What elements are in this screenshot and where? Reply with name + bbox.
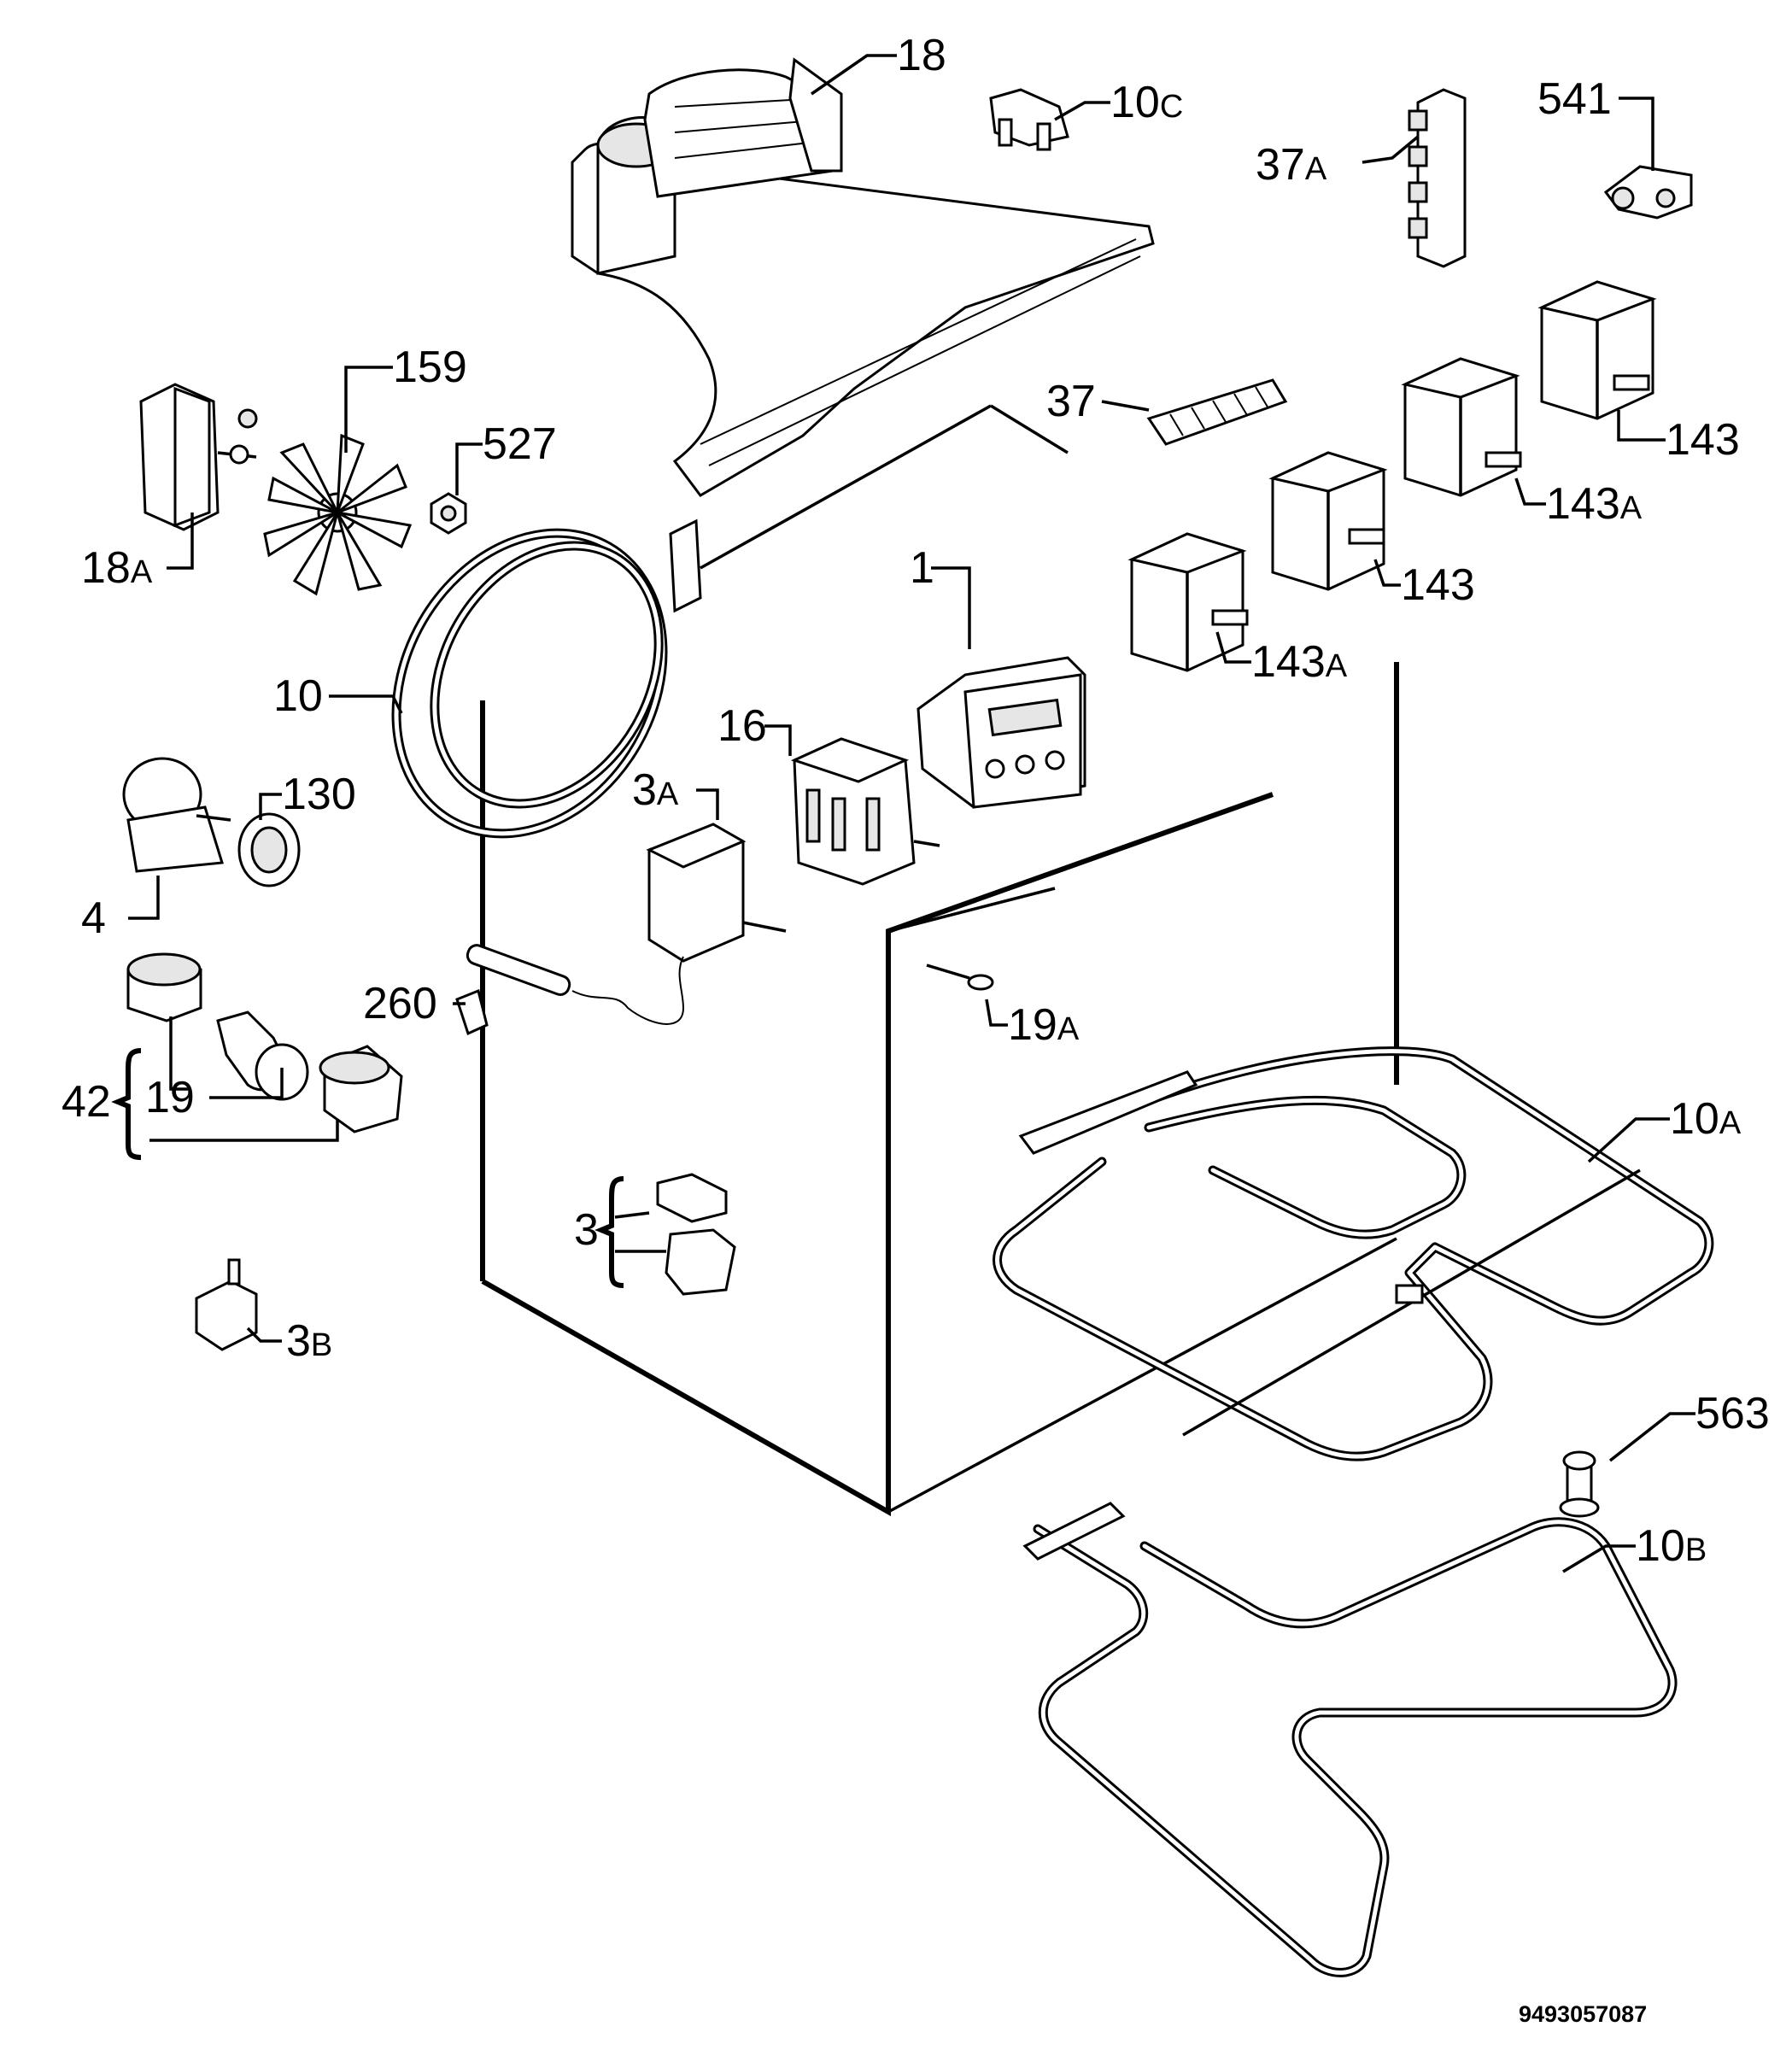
- part-fan-blade: [263, 433, 413, 596]
- oven-cavity-outline: [480, 662, 1399, 1517]
- part-switch-541: [1603, 165, 1693, 220]
- label-143-mid: 143: [1401, 560, 1475, 610]
- label-527: 527: [483, 419, 557, 469]
- part-terminal-block-horizontal: [1146, 378, 1288, 446]
- part-thermostat: [466, 823, 787, 1025]
- label-4: 4: [81, 893, 106, 943]
- label-37a: 37A: [1256, 140, 1327, 190]
- part-circular-heating-element: [391, 404, 1069, 839]
- part-terminal-block-vertical: [1408, 88, 1467, 268]
- group-braces: [111, 1048, 624, 1288]
- label-10: 10: [273, 671, 323, 721]
- label-143-top: 143: [1666, 415, 1740, 465]
- part-lamp-clips: [656, 1173, 736, 1296]
- part-lower-heating-element: [1022, 1502, 1678, 1977]
- label-3b: 3B: [286, 1316, 332, 1366]
- part-lamp-holder: [126, 952, 202, 1022]
- label-143a-mid: 143A: [1251, 637, 1348, 687]
- part-sensor: [926, 964, 994, 991]
- part-nut: [430, 492, 467, 535]
- part-lamp-bulb: [216, 1010, 309, 1101]
- part-clip: [455, 988, 489, 1036]
- part-labels: 18 10C 37A 541 159 527 37 143 143A 18A 1…: [61, 31, 1770, 1571]
- part-leveling-foot: [1559, 1450, 1600, 1518]
- label-3: 3: [574, 1205, 599, 1255]
- label-19a: 19A: [1008, 1000, 1080, 1050]
- part-selector-switch: [790, 737, 940, 886]
- label-42: 42: [61, 1077, 111, 1127]
- label-130: 130: [282, 770, 356, 819]
- label-19: 19: [145, 1073, 195, 1122]
- label-10b: 10B: [1636, 1521, 1707, 1571]
- label-1: 1: [910, 543, 934, 593]
- label-563: 563: [1695, 1389, 1770, 1438]
- part-energy-regulator-3: [1268, 451, 1388, 591]
- part-fan-motor: [139, 383, 258, 531]
- part-energy-regulator-2: [1401, 357, 1522, 497]
- label-260: 260: [363, 979, 437, 1028]
- part-energy-regulator-4: [1127, 532, 1249, 672]
- part-upper-heating-element: [993, 1046, 1714, 1461]
- label-10a: 10A: [1670, 1094, 1742, 1144]
- part-thermal-fuse: [989, 88, 1069, 151]
- part-electronic-timer: [916, 656, 1086, 809]
- label-16: 16: [717, 701, 767, 751]
- leader-lines: [128, 54, 1695, 1573]
- label-10c: 10C: [1110, 78, 1183, 127]
- label-143a-top: 143A: [1546, 479, 1643, 529]
- label-159: 159: [393, 343, 467, 392]
- label-37: 37: [1046, 377, 1096, 426]
- label-541: 541: [1537, 74, 1612, 124]
- part-bushing: [237, 812, 301, 887]
- document-number: 9493057087: [1519, 2001, 1647, 2027]
- part-fan-cover: [571, 57, 1155, 497]
- part-lamp-cover: [319, 1045, 403, 1133]
- part-energy-regulator-1: [1537, 280, 1657, 420]
- label-18a: 18A: [81, 543, 153, 593]
- label-3a: 3A: [632, 765, 679, 815]
- part-connector: [195, 1258, 258, 1351]
- label-18: 18: [897, 31, 946, 80]
- part-motor: [122, 757, 231, 873]
